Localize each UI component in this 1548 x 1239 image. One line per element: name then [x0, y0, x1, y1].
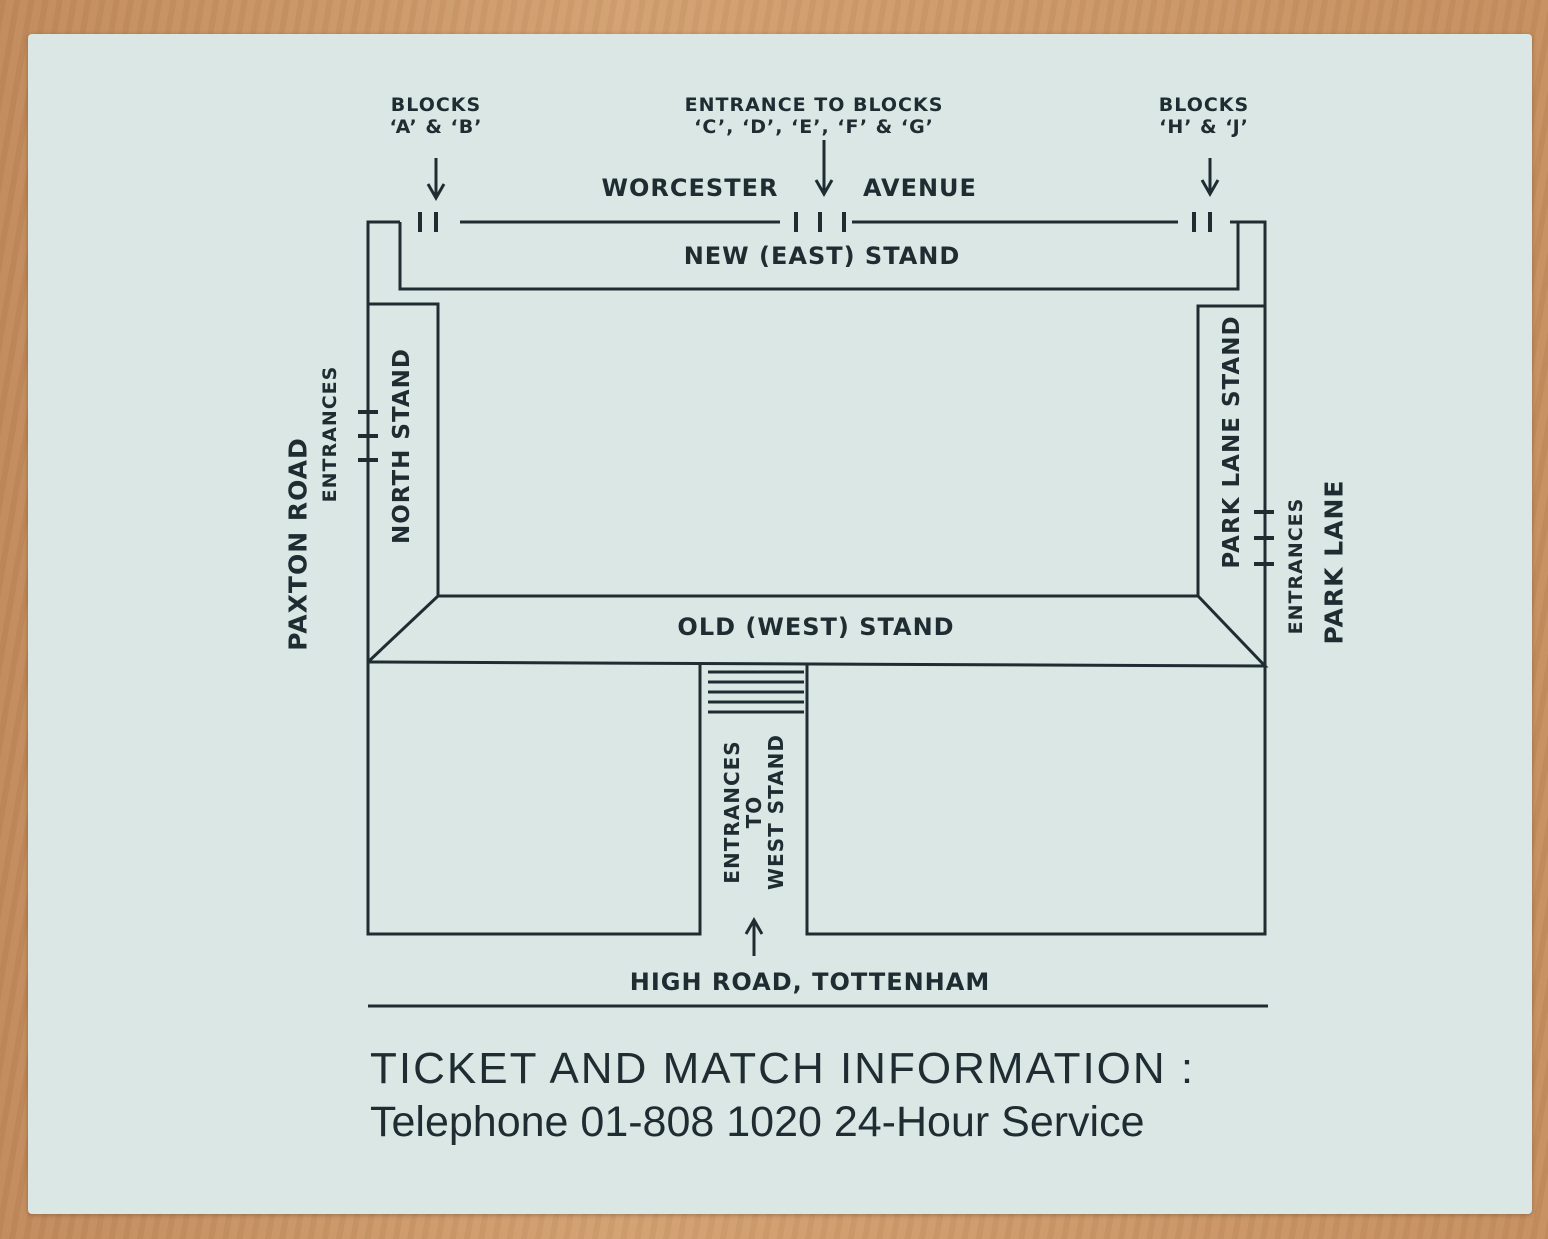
- west-entrances-label: ENTRANCES TO WEST STAND: [720, 733, 788, 891]
- blocks-hj-label: BLOCKS ‘H’ & ‘J’: [1159, 94, 1249, 138]
- east-stand-label: NEW (EAST) STAND: [683, 242, 961, 270]
- park-lane-stand-outline: [1196, 304, 1265, 596]
- blocks-cdefg-line2: ‘C’, ‘D’, ‘E’, ‘F’ & ‘G’: [694, 116, 934, 138]
- west-entrances-line3: WEST STAND: [764, 733, 788, 891]
- blocks-hj-line2: ‘H’ & ‘J’: [1159, 116, 1249, 138]
- blocks-cdefg-label: ENTRANCE TO BLOCKS ‘C’, ‘D’, ‘E’, ‘F’ & …: [685, 94, 944, 138]
- avenue-label: AVENUE: [863, 174, 977, 202]
- paxton-entrances-label: ENTRANCES: [319, 365, 341, 503]
- blocks-ab-line2: ‘A’ & ‘B’: [389, 116, 483, 138]
- info-phone: Telephone 01-808 1020 24-Hour Service: [370, 1098, 1145, 1146]
- blocks-ab-label: BLOCKS ‘A’ & ‘B’: [390, 94, 483, 138]
- west-entrances-line2: TO: [742, 795, 766, 829]
- gate-paxton-road: [358, 410, 378, 462]
- north-stand-outline: [368, 302, 440, 596]
- gate-blocks-hj: [1192, 212, 1212, 232]
- gate-park-lane: [1254, 510, 1274, 566]
- arrow-blocks-ab-icon: [426, 158, 446, 202]
- blocks-hj-line1: BLOCKS: [1158, 94, 1250, 116]
- north-stand-label: NORTH STAND: [389, 347, 415, 545]
- blocks-cdefg-line1: ENTRANCE TO BLOCKS: [684, 94, 944, 116]
- gate-blocks-ab: [418, 212, 438, 232]
- arrow-blocks-hj-icon: [1200, 158, 1220, 198]
- east-stand-outline: [398, 222, 1240, 291]
- park-lane-label: PARK LANE: [1319, 479, 1349, 645]
- outer-boundary: [366, 220, 702, 936]
- gate-blocks-cdefg: [794, 212, 846, 232]
- west-stand-outline: [366, 594, 1269, 668]
- info-title: TICKET AND MATCH INFORMATION :: [370, 1044, 1196, 1093]
- arrow-west-stand-icon: [744, 916, 764, 956]
- west-entrances-line1: ENTRANCES: [720, 740, 744, 884]
- paxton-road-label: PAXTON ROAD: [283, 437, 313, 651]
- worcester-label: WORCESTER: [601, 174, 779, 202]
- outer-boundary-right: [805, 220, 1267, 936]
- high-road-label: HIGH ROAD, TOTTENHAM: [629, 968, 991, 996]
- park-lane-entrances-label: ENTRANCES: [1285, 497, 1307, 635]
- west-stand-steps: [708, 670, 804, 714]
- ground-plan: [358, 140, 1274, 1008]
- ticket-card: BLOCKS ‘A’ & ‘B’ ENTRANCE TO BLOCKS ‘C’,…: [28, 34, 1532, 1214]
- park-lane-stand-label: PARK LANE STAND: [1219, 315, 1245, 569]
- blocks-ab-line1: BLOCKS: [390, 94, 482, 116]
- west-stand-label: OLD (WEST) STAND: [677, 613, 955, 641]
- arrow-blocks-cdefg-icon: [814, 140, 834, 198]
